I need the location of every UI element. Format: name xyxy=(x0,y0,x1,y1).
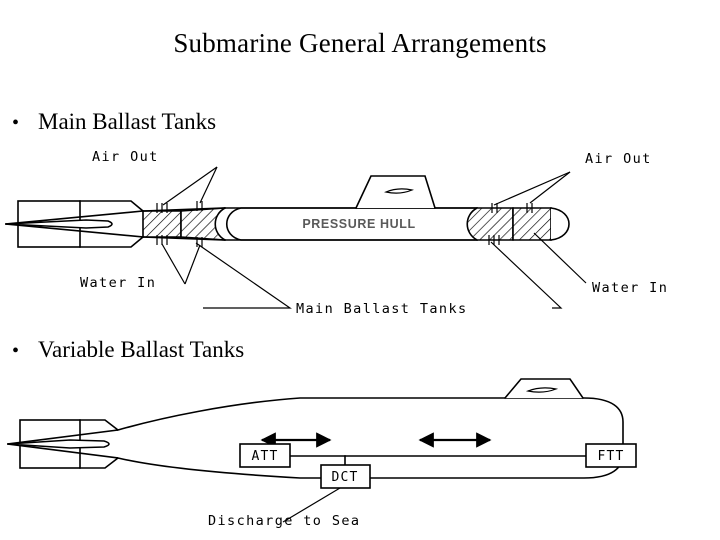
sail-plane-ellipse xyxy=(525,387,559,393)
prop-cone-top xyxy=(5,210,144,225)
aft-ballast-tank-1 xyxy=(142,210,182,238)
vbt-diagram-svg: ATT DCT FTT Discharge to Sea xyxy=(7,378,637,529)
leader-water-in-left-b xyxy=(184,244,201,285)
callout-water-in-left-label: Water In xyxy=(80,275,156,291)
leader-water-in-right xyxy=(533,232,587,284)
page-title: Submarine General Arrangements xyxy=(173,28,547,58)
tank-box-att[interactable]: ATT xyxy=(239,443,291,468)
bullet-marker-icon: • xyxy=(12,112,20,134)
att-box-rect[interactable] xyxy=(239,443,291,468)
pressure-hull: PRESSURE HULL xyxy=(224,207,478,241)
tank-box-ftt[interactable]: FTT xyxy=(585,443,637,468)
leader-mbt-left xyxy=(195,242,292,309)
aft-ballast-tank-2 xyxy=(180,207,226,241)
aft-ballast-tank-group xyxy=(142,207,226,241)
bullet-label: Variable Ballast Tanks xyxy=(38,337,245,362)
stern-assembly xyxy=(5,200,145,248)
variable-ballast-tanks-diagram: ATT DCT FTT Discharge to Sea xyxy=(0,370,720,540)
sail-outline xyxy=(354,175,437,210)
stern-upper-taper xyxy=(79,419,120,432)
callout-air-out-right-label: Air Out xyxy=(585,151,652,167)
leader-air-out-right-b xyxy=(529,171,571,204)
ftt-box-rect[interactable] xyxy=(585,443,637,468)
tank-box-dct[interactable]: DCT xyxy=(320,464,371,489)
callout-discharge-to-sea-label: Discharge to Sea xyxy=(208,513,360,529)
callout-water-in-right: Water In xyxy=(533,232,668,296)
sail-plane-ellipse xyxy=(383,188,415,194)
leader-discharge-to-sea xyxy=(282,487,341,523)
sail-conning-tower xyxy=(503,378,585,400)
callout-main-ballast-tanks: Main Ballast Tanks xyxy=(195,241,563,317)
callout-air-out-left: Air Out xyxy=(92,149,218,206)
main-ballast-tanks-diagram: PRESSURE HULL xyxy=(0,145,720,330)
propeller-hub xyxy=(5,219,113,229)
bow-cap xyxy=(550,207,570,241)
leader-mbt-right xyxy=(490,241,563,309)
propeller-hub xyxy=(7,439,110,449)
prop-cone-bottom xyxy=(7,443,119,459)
stern-assembly xyxy=(7,419,120,469)
prop-cone-bottom xyxy=(5,223,144,238)
stern-upper-taper xyxy=(79,200,145,213)
leader-air-out-left-a xyxy=(162,166,218,206)
stern-lower-taper xyxy=(79,235,145,248)
stern-lower-taper xyxy=(79,456,120,469)
sail-conning-tower xyxy=(354,175,437,210)
leader-air-out-right-a xyxy=(493,171,571,206)
att-box-label: ATT xyxy=(251,449,278,464)
forward-ballast-tank-group xyxy=(466,207,570,241)
bullet-variable-ballast-tanks: • Variable Ballast Tanks xyxy=(12,336,244,365)
callout-discharge-to-sea: Discharge to Sea xyxy=(208,487,360,529)
bullet-main-ballast-tanks: • Main Ballast Tanks xyxy=(12,108,216,137)
leader-water-in-left-a xyxy=(161,243,186,285)
callout-water-in-left: Water In xyxy=(80,243,201,291)
vent-flood-fittings xyxy=(156,201,533,247)
dct-box-rect[interactable] xyxy=(320,464,371,489)
callout-main-ballast-tanks-label: Main Ballast Tanks xyxy=(296,301,468,317)
pressure-hull-label: PRESSURE HULL xyxy=(302,217,415,231)
leader-air-out-left-b xyxy=(199,166,218,204)
prop-cone-top xyxy=(7,429,119,445)
dct-box-label: DCT xyxy=(331,470,358,485)
callout-water-in-right-label: Water In xyxy=(592,280,668,296)
callout-air-out-right: Air Out xyxy=(493,151,652,206)
bullet-marker-icon: • xyxy=(12,340,20,362)
sail-outline xyxy=(503,378,585,400)
mbt-diagram-svg: PRESSURE HULL xyxy=(5,149,668,317)
fwd-ballast-tank-1 xyxy=(466,207,514,241)
callout-air-out-left-label: Air Out xyxy=(92,149,159,165)
bullet-label: Main Ballast Tanks xyxy=(38,109,217,134)
ftt-box-label: FTT xyxy=(597,449,624,464)
